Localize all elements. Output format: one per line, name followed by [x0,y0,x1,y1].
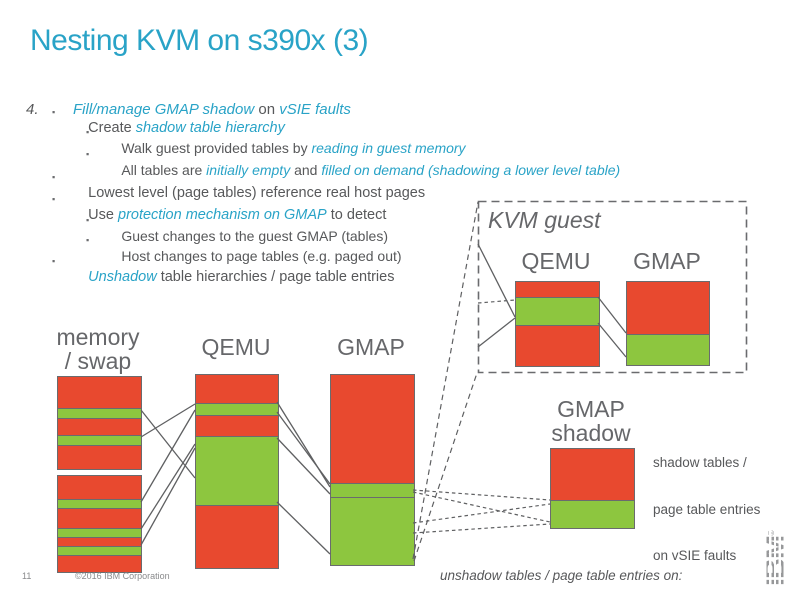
unshadow-note-title: unshadow tables / page table entries on: [440,568,683,583]
qemu-column-segment-red [196,415,278,436]
memory-swap-label-line1: memory [56,324,140,350]
guest-qemu-label: QEMU [521,248,591,274]
bullet-lowest-level: ▪Lowest level (page tables) reference re… [52,172,426,201]
memory-swap-box-bottom-segment-red [58,555,141,572]
gmap-column [330,374,415,566]
guest-qemu-box [515,281,600,367]
qemu-column [195,374,279,569]
qemu-column-segment-red [196,375,278,403]
memory-swap-box-top-segment-red [58,418,141,435]
memory-swap-box-bottom-segment-red [58,508,141,528]
page-title: Nesting KVM on s390x (3) [30,24,369,57]
bullet-walk-guest-tables: ▪Walk guest provided tables by reading i… [86,127,466,156]
square-bullet-icon: ▪ [52,256,56,266]
memory-swap-box-bottom-segment-red [58,476,141,499]
gmap-shadow-box-segment-red [551,449,634,500]
ibm-logo: IBM® [757,527,787,589]
square-bullet-icon: ▪ [52,172,56,182]
registered-mark: ® [767,529,776,536]
shadow-tables-note: shadow tables / page table entries on vS… [653,455,761,563]
square-bullet-icon: ▪ [86,235,90,245]
guest-qemu-box-segment-red [516,325,599,366]
memory-swap-box-top [57,376,142,470]
guest-gmap-box-segment-red [627,282,709,334]
bullet-item-4: 4.Fill/manage GMAP shadow on vSIE faults [26,101,351,118]
guest-gmap-box [626,281,710,366]
gmap-column-label: GMAP [337,334,405,360]
gmap-shadow-box [550,448,635,529]
page-number: 11 [22,571,32,581]
guest-gmap-label: GMAP [633,248,701,274]
copyright-text: ©2016 IBM Corporation [75,571,170,581]
bullet-unshadow: ▪Unshadow table hierarchies / page table… [52,256,395,285]
memory-swap-box-bottom-segment-green [58,499,141,508]
square-bullet-icon: ▪ [86,149,90,159]
qemu-column-segment-green [196,403,278,415]
kvm-guest-label: KVM guest [488,207,601,233]
bullet-number: 4. [26,101,39,118]
memory-swap-box-bottom-segment-green [58,528,141,537]
memory-swap-box-bottom [57,475,142,573]
memory-swap-box-top-segment-red [58,377,141,408]
gmap-column-segment-green [331,483,414,497]
gmap-column-segment-green [331,497,414,565]
gmap-column-segment-red [331,375,414,483]
gmap-shadow-label-line2: shadow [551,420,631,446]
bullet-use-protection: ▪Use protection mechanism on GMAP to det… [52,194,387,223]
memory-swap-box-top-segment-green [58,408,141,418]
guest-qemu-box-segment-red [516,282,599,297]
bullet-create-shadow-hierarchy: ▪Create shadow table hierarchy [52,107,285,136]
guest-qemu-box-segment-green [516,297,599,325]
gmap-shadow-label-line1: GMAP [557,396,625,422]
memory-swap-label-line2: / swap [64,348,132,374]
magnify-projection-lines [412,201,479,562]
memory-swap-box-top-segment-green [58,435,141,445]
memory-swap-box-bottom-segment-red [58,537,141,546]
bullet-host-changes: ▪Host changes to page tables (e.g. paged… [86,235,402,264]
unshadow-note: unshadow tables / page table entries on:… [440,537,692,600]
square-bullet-icon: ▪ [52,194,56,204]
qemu-column-label: QEMU [201,334,271,360]
square-bullet-icon: ▪ [86,127,90,137]
qemu-column-segment-green [196,436,278,505]
bullet-guest-changes: ▪Guest changes to the guest GMAP (tables… [86,215,389,244]
memory-swap-box-bottom-segment-green [58,546,141,555]
bullet-all-tables-empty: ▪All tables are initially empty and fill… [86,149,621,178]
memory-swap-box-top-segment-red [58,445,141,469]
square-bullet-icon: ▪ [52,107,56,117]
gmap-shadow-box-segment-green [551,500,634,528]
square-bullet-icon: ▪ [86,215,90,225]
guest-gmap-box-segment-green [627,334,709,365]
qemu-column-segment-red [196,505,278,568]
